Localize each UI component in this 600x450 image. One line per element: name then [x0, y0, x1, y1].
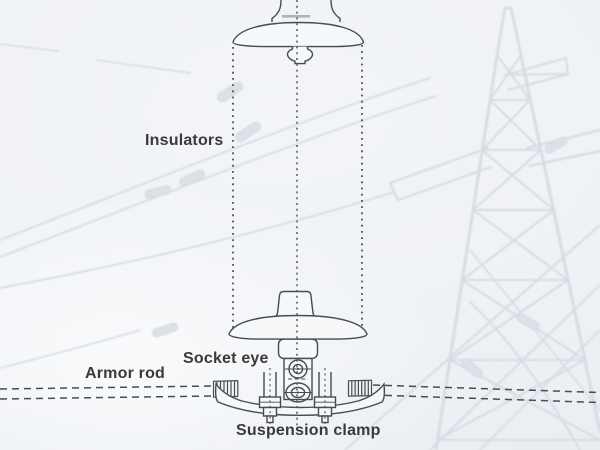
- ball-pin: [286, 46, 314, 65]
- insulator-disc-bottom: [228, 290, 368, 340]
- suspension-clamp-saddle: [214, 382, 386, 416]
- label-socket-eye: Socket eye: [183, 350, 269, 367]
- background-insulator-capsules: [144, 81, 568, 378]
- tower-lattice: [0, 6, 600, 450]
- string-extent-guide-lines: [232, 45, 363, 331]
- label-suspension-clamp: Suspension clamp: [236, 422, 381, 439]
- socket-eye-fitting: [277, 338, 319, 403]
- label-insulators: Insulators: [145, 132, 224, 149]
- label-armor-rod: Armor rod: [85, 365, 166, 382]
- armor-rod-wrap-right: [347, 379, 373, 397]
- conductor-dashed-line: [0, 384, 600, 404]
- background-conductors: [0, 43, 437, 369]
- u-bolt-left: [258, 368, 282, 426]
- insulator-disc-top: [232, 0, 365, 65]
- u-bolt-right: [313, 368, 337, 426]
